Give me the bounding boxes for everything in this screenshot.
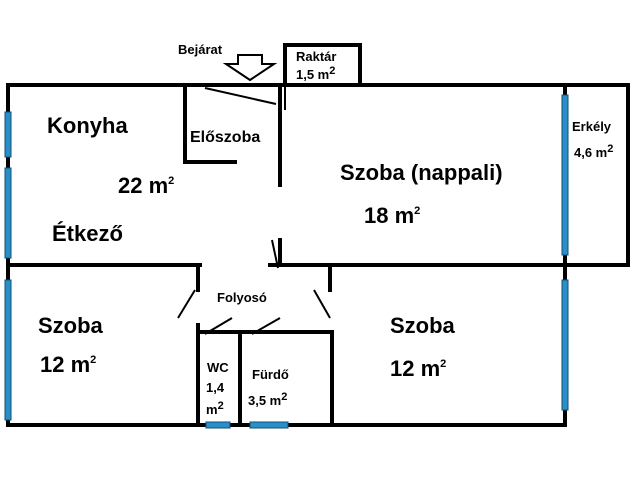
window-left-room <box>4 279 12 421</box>
room-left-area-value: 12 m <box>40 352 90 377</box>
dining-name: Étkező <box>52 221 123 246</box>
room-left-area: 12 m2 <box>40 352 96 377</box>
kitchen-name: Konyha <box>47 113 128 138</box>
living-area-sup: 2 <box>414 205 420 217</box>
living-area-value: 18 m <box>364 203 414 228</box>
window-wc <box>205 421 231 429</box>
door-bath <box>251 317 281 335</box>
bath-name: Fürdő <box>252 367 289 382</box>
wc-name: WC <box>207 360 229 375</box>
door-wc <box>204 317 233 335</box>
balcony-name: Erkély <box>572 119 612 134</box>
doors <box>177 85 331 335</box>
entrance-label: Bejárat <box>178 42 223 57</box>
kitchen-area-value: 22 m <box>118 173 168 198</box>
entrance-arrow-icon <box>222 54 278 82</box>
living-area: 18 m2 <box>364 203 420 228</box>
wc-area-unit-value: m <box>206 402 218 417</box>
storage-name: Raktár <box>296 49 336 64</box>
wc-area-unit: m2 <box>206 400 224 417</box>
door-right-room <box>313 289 331 319</box>
balcony-area: 4,6 m2 <box>574 143 613 160</box>
door-left-room <box>177 289 196 319</box>
balcony-area-value: 4,6 m <box>574 145 607 160</box>
room-left-area-sup: 2 <box>90 354 96 366</box>
room-right-area-value: 12 m <box>390 356 440 381</box>
window-kitchen-2 <box>4 167 12 259</box>
kitchen-area-sup: 2 <box>168 175 174 187</box>
window-balcony <box>561 94 569 256</box>
kitchen-area: 22 m2 <box>118 173 174 198</box>
balcony-area-sup: 2 <box>607 143 613 155</box>
wc-area-num: 1,4 <box>206 380 225 395</box>
bath-area-sup: 2 <box>281 391 287 403</box>
room-right-area: 12 m2 <box>390 356 446 381</box>
living-name: Szoba (nappali) <box>340 160 503 185</box>
window-bath <box>249 421 289 429</box>
window-right-room <box>561 279 569 411</box>
room-right-name: Szoba <box>390 313 456 338</box>
bath-area: 3,5 m2 <box>248 391 287 408</box>
storage-area-value: 1,5 m <box>296 67 329 82</box>
storage-area: 1,5 m2 <box>296 65 335 82</box>
windows <box>4 94 569 429</box>
bath-area-value: 3,5 m <box>248 393 281 408</box>
room-right-area-sup: 2 <box>440 358 446 370</box>
hall-name: Előszoba <box>190 129 260 146</box>
storage-area-sup: 2 <box>329 65 335 77</box>
wc-area-sup: 2 <box>218 400 224 412</box>
corridor-name: Folyosó <box>217 290 267 305</box>
door-corridor <box>271 239 279 269</box>
window-kitchen-1 <box>4 111 12 158</box>
door-entrance <box>204 87 277 105</box>
room-left-name: Szoba <box>38 313 104 338</box>
